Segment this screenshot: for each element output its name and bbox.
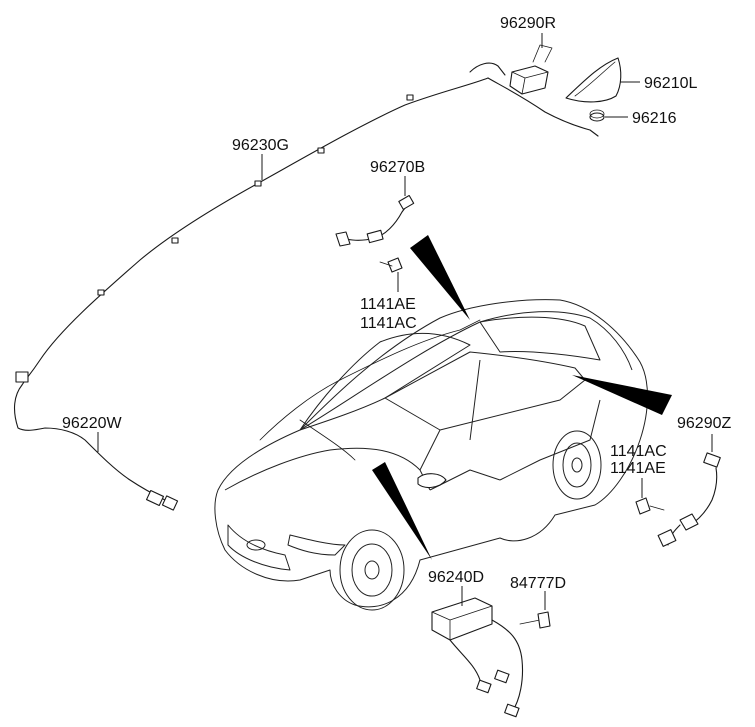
- car-side-windows: [384, 351, 586, 431]
- label-1141AC-right: 1141AC: [610, 443, 667, 460]
- label-96216: 96216: [632, 110, 677, 127]
- cable-96270B: [335, 194, 415, 247]
- screw-84777D: [519, 611, 551, 629]
- harness-96230G-branch: [487, 77, 599, 137]
- shark-fin-antenna-96210L: [565, 57, 622, 103]
- cable-96290Z: [657, 452, 721, 547]
- car-headlight: [287, 534, 346, 556]
- label-1141AC-upper: 1141AC: [360, 315, 417, 332]
- car-rear-window: [479, 316, 601, 361]
- car-rear-wheel: [552, 430, 602, 500]
- callout-wedge-rear: [572, 375, 672, 415]
- harness-96220W: [13, 384, 166, 501]
- label-96290Z: 96290Z: [677, 415, 731, 432]
- car-roof: [299, 311, 633, 431]
- car-rear-door: [499, 399, 601, 481]
- car-grille: [227, 524, 291, 571]
- harness-96220W-connector: [15, 371, 179, 511]
- module-96290R: [509, 44, 553, 95]
- car-emblem: [246, 539, 266, 551]
- bolt-right: [635, 497, 665, 515]
- car-body-outline: [214, 299, 648, 608]
- module-96240D: [431, 597, 524, 718]
- car-side-mirror: [417, 473, 447, 489]
- harness-96230G: [21, 77, 489, 386]
- callout-wedge-roof: [410, 235, 470, 320]
- label-1141AE-upper: 1141AE: [360, 296, 416, 313]
- label-96270B: 96270B: [370, 159, 425, 176]
- label-1141AE-right: 1141AE: [610, 460, 666, 477]
- callout-wedge-front: [372, 462, 432, 560]
- harness-clips: [97, 94, 414, 296]
- label-96290R: 96290R: [500, 15, 556, 32]
- label-96220W: 96220W: [62, 415, 122, 432]
- car-b-pillar: [469, 359, 481, 441]
- car-roof-harness: [259, 319, 481, 461]
- bolt-upper: [379, 257, 403, 273]
- harness-top-connector: [469, 62, 506, 76]
- label-96230G: 96230G: [232, 137, 289, 154]
- gasket-96216: [589, 109, 605, 122]
- car-windshield: [299, 332, 471, 431]
- label-96240D: 96240D: [428, 569, 484, 586]
- label-96210L: 96210L: [644, 75, 697, 92]
- car-illustration: [214, 299, 648, 611]
- car-front-wheel: [339, 529, 405, 611]
- car-hood: [224, 447, 431, 491]
- label-84777D: 84777D: [510, 575, 566, 592]
